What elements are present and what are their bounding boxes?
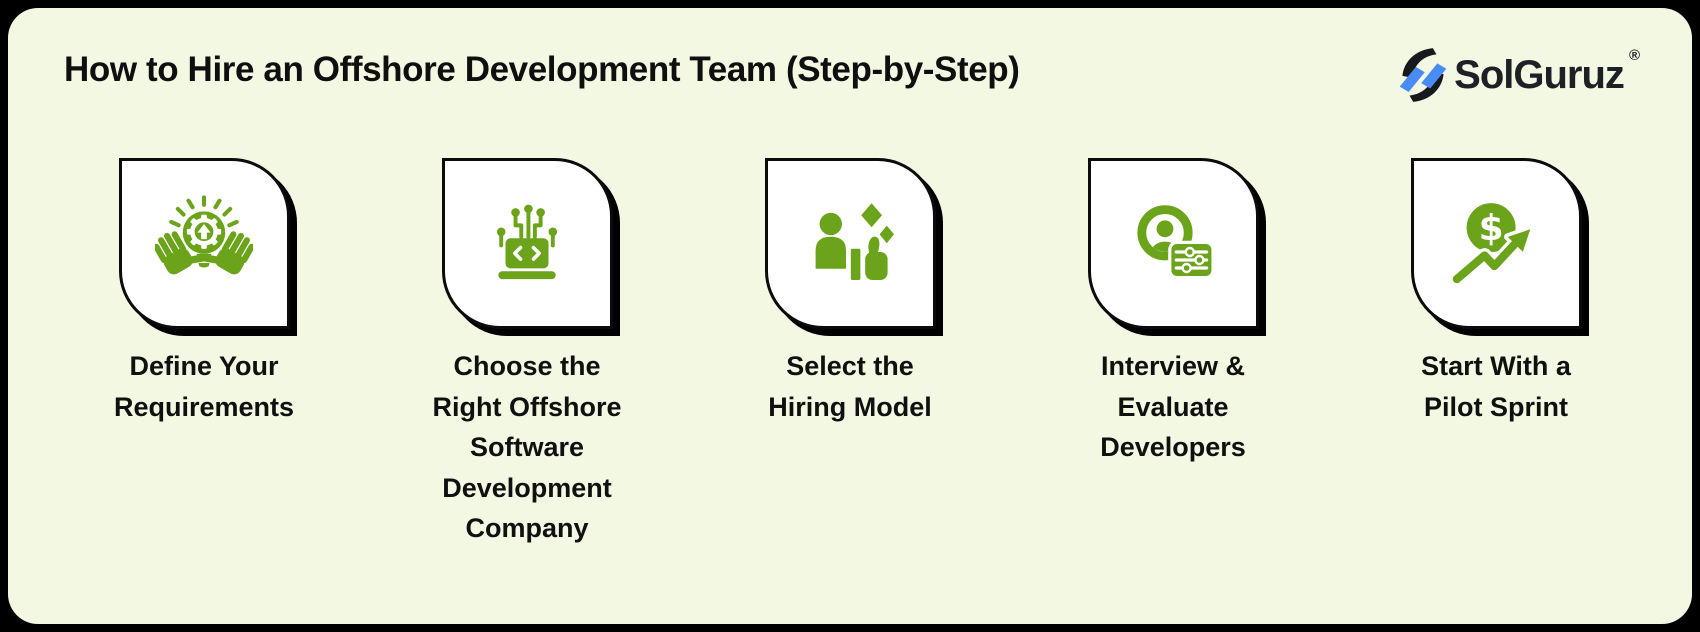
laptop-code-circuit-icon [496, 204, 558, 279]
step-label: Select the Hiring Model [768, 351, 932, 422]
step-column-choose-company: Choose the Right Offshore Software Devel… [407, 158, 647, 549]
step-card: $ [1410, 158, 1582, 329]
infographic-panel: How to Hire an Offshore Development Team… [8, 8, 1692, 624]
profile-evaluation-sliders-icon [1137, 204, 1215, 279]
step-card [764, 158, 936, 329]
hands-idea-bulb-gear-icon [155, 194, 253, 274]
solguruz-logo: SolGuruz ® [1397, 46, 1640, 104]
solguruz-logo-text: SolGuruz [1454, 53, 1625, 97]
step-card [441, 158, 613, 329]
step-label: Define Your Requirements [113, 351, 295, 422]
step-card [1087, 158, 1259, 329]
step-card [118, 158, 290, 329]
registered-trademark: ® [1628, 47, 1640, 64]
solguruz-logo-icon [1399, 48, 1447, 102]
page-title: How to Hire an Offshore Development Team… [64, 50, 1020, 89]
step-label: Start With a Pilot Sprint [1421, 351, 1571, 422]
step-label: Interview & Evaluate Developers [1100, 351, 1246, 462]
step-column-pilot-sprint: $ Start With a Pilot Sprint [1376, 158, 1616, 549]
step-column-define-requirements: Define Your Requirements [84, 158, 324, 549]
step-label: Choose the Right Offshore Software Devel… [432, 351, 622, 543]
steps-row: Define Your Requirements [8, 158, 1692, 549]
step-column-interview-evaluate: Interview & Evaluate Developers [1053, 158, 1293, 549]
step-column-hiring-model: Select the Hiring Model [730, 158, 970, 549]
dollar-growth-arrow-icon: $ [1449, 202, 1534, 286]
svg-text:$: $ [1479, 207, 1504, 248]
person-thumbs-up-sparkles-icon [815, 202, 894, 280]
